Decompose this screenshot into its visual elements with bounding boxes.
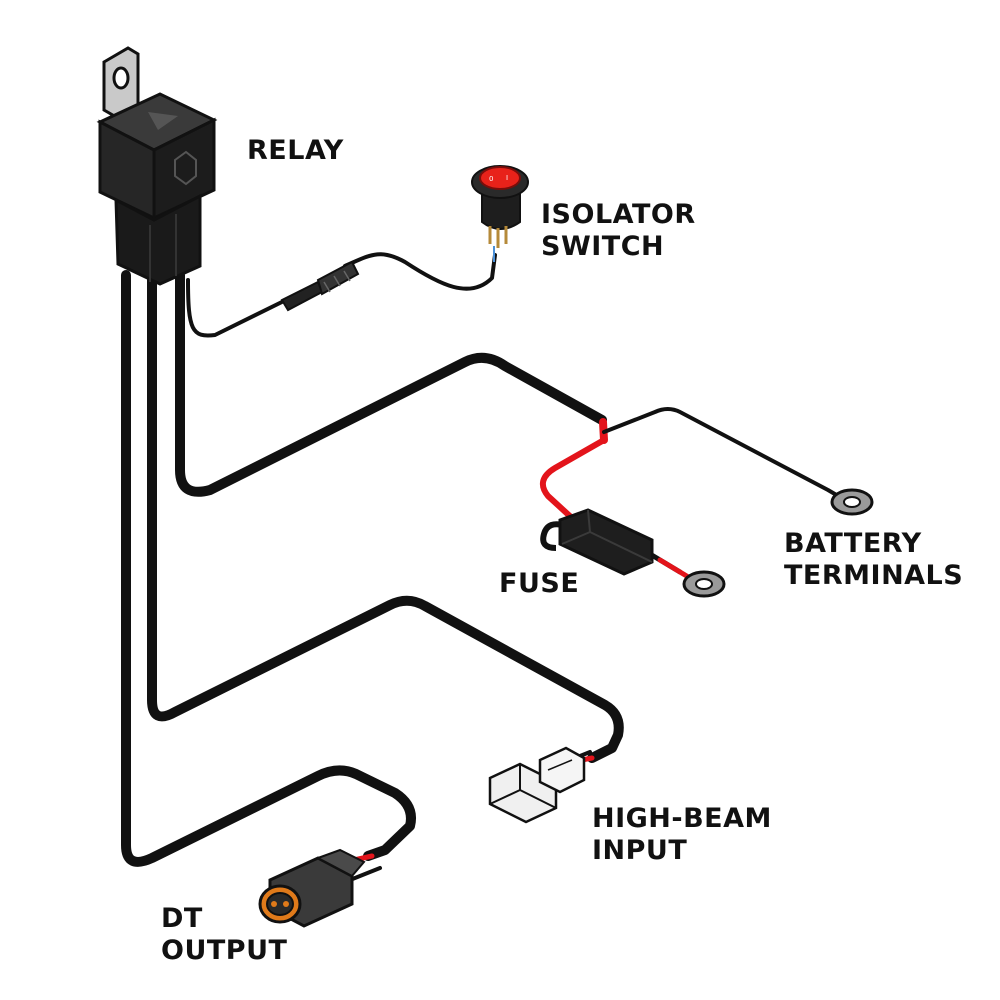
dt-output-label-line-1: DT [161, 903, 203, 934]
relay-socket [114, 193, 202, 286]
fuse-feed-red-wire [539, 437, 607, 521]
switch-mark-0: 0 [489, 175, 493, 183]
fuse-holder [540, 508, 654, 576]
inline-connector [280, 260, 360, 312]
relay-emblem-icon [174, 150, 197, 186]
isolator-switch: 0 I [471, 165, 529, 262]
relay [96, 46, 218, 286]
high-beam-input-label: HIGH-BEAM INPUT [592, 803, 772, 867]
dt-output-label: DT OUTPUT [161, 903, 287, 967]
relay-logo-icon [148, 112, 178, 130]
fuse-body [558, 508, 654, 576]
dt-pin-2 [283, 901, 289, 907]
dt-body-rear [315, 848, 366, 878]
switch-body [481, 189, 521, 230]
fuse-label: FUSE [499, 568, 579, 600]
battery-ring-terminal [830, 488, 874, 516]
isolator-switch-label: ISOLATOR SWITCH [541, 199, 696, 263]
high-beam-input-label-line-2: INPUT [592, 835, 688, 866]
dt-pin-1 [271, 901, 277, 907]
fuse-label-line-1: FUSE [499, 568, 580, 599]
dt-output-label-line-2: OUTPUT [161, 935, 288, 966]
high-beam-wire [147, 270, 624, 763]
fuse-out-red-wire [657, 557, 693, 581]
relay-label-line-1: RELAY [247, 135, 344, 166]
switch-pins [488, 226, 508, 248]
relay-side [152, 117, 216, 221]
high-beam-plug [488, 746, 586, 824]
battery-terminals-label-line-2: TERMINALS [784, 560, 964, 591]
battery-terminals-label: BATTERY TERMINALS [784, 528, 963, 592]
wires [121, 252, 847, 882]
switch-wire [186, 278, 292, 338]
fuse-body-ridge [561, 509, 653, 563]
relay-mount-hole [112, 66, 130, 90]
battery-ground-wire [602, 407, 847, 502]
relay-socket-ridge [149, 214, 177, 282]
dt-output-wire [121, 270, 416, 867]
dt-face [266, 892, 294, 916]
dt-output-black-wire [348, 866, 382, 882]
switch-mark-1: I [506, 174, 508, 182]
fuse-cap-loop [540, 521, 567, 551]
high-beam-input-label-line-1: HIGH-BEAM [592, 803, 772, 834]
fuse-ring-terminal [682, 570, 726, 598]
isolator-switch-label-line-1: ISOLATOR [541, 199, 696, 230]
switch-button [479, 166, 521, 190]
dt-connector [258, 848, 366, 928]
isolator-switch-label-line-2: SWITCH [541, 231, 665, 262]
battery-terminals-label-line-1: BATTERY [784, 528, 922, 559]
relay-label: RELAY [247, 135, 344, 167]
battery-feed-wire [175, 270, 607, 497]
switch-wire-upper [343, 252, 497, 291]
